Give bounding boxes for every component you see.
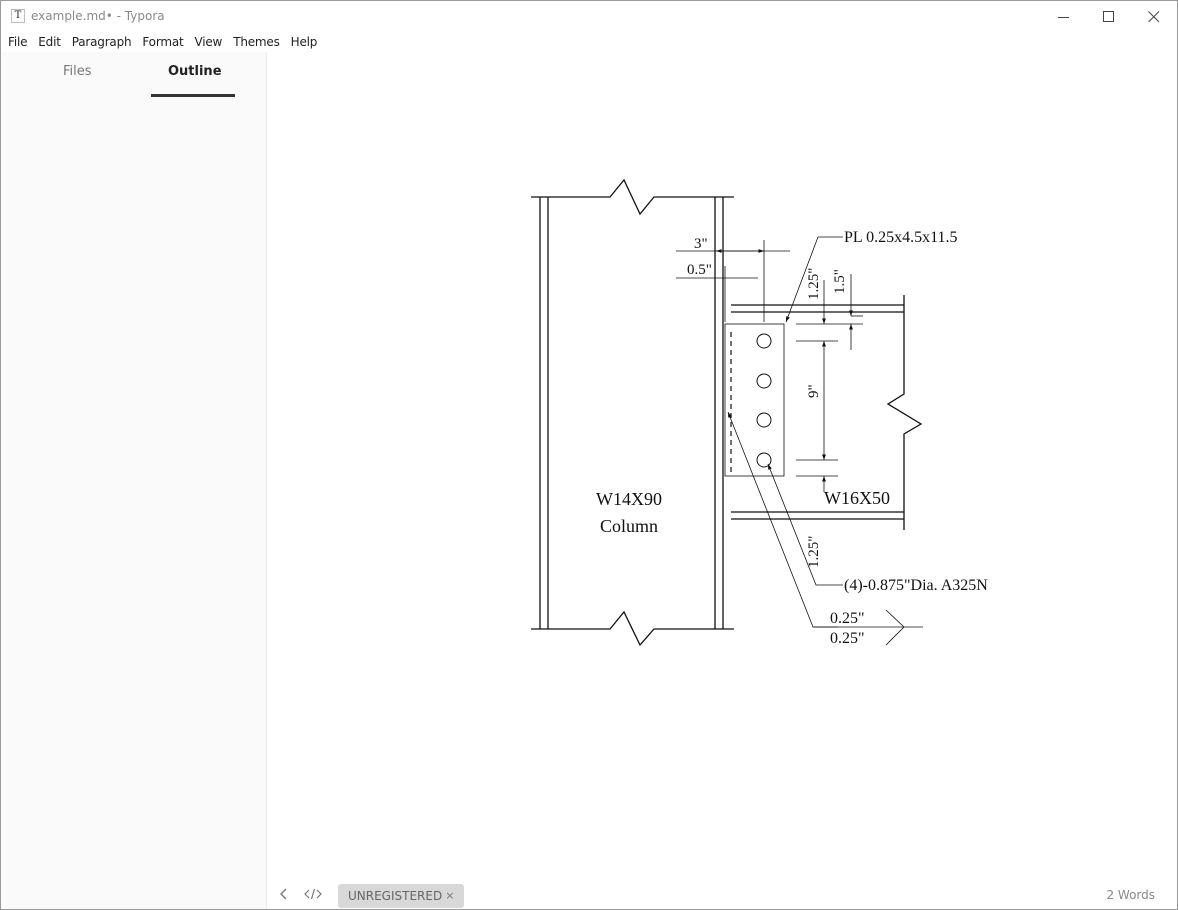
- menu-paragraph[interactable]: Paragraph: [71, 35, 132, 49]
- unregistered-badge[interactable]: UNREGISTERED ×: [338, 884, 465, 908]
- menu-view[interactable]: View: [194, 35, 223, 49]
- dim-125-bottom-label: 1.25": [806, 536, 822, 568]
- editor-area[interactable]: PL 0.25x4.5x11.5 3" 0.5" 1.25" 1.5" 9" 1…: [268, 52, 1177, 877]
- window-title: example.md• - Typora: [31, 9, 165, 23]
- menu-bar: File Edit Paragraph Format View Themes H…: [1, 32, 323, 52]
- active-tab-indicator: [151, 94, 235, 97]
- minimize-button[interactable]: [1041, 1, 1087, 32]
- weld-size-bottom: 0.25": [830, 630, 865, 647]
- word-count[interactable]: 2 Words: [1106, 888, 1155, 902]
- weld-size-top: 0.25": [830, 610, 865, 627]
- bolt-label: (4)-0.875"Dia. A325N: [844, 577, 988, 594]
- dim-3-label: 3": [694, 236, 708, 252]
- typora-app-icon: T: [11, 9, 25, 23]
- dim-15-label: 1.5": [832, 269, 848, 294]
- close-button[interactable]: [1131, 1, 1177, 32]
- code-icon: [304, 888, 322, 900]
- dim-05-label: 0.5": [687, 262, 712, 278]
- menu-themes[interactable]: Themes: [233, 35, 280, 49]
- close-icon: [1148, 10, 1160, 22]
- maximize-button[interactable]: [1086, 1, 1132, 32]
- menu-format[interactable]: Format: [142, 35, 184, 49]
- connection-drawing: PL 0.25x4.5x11.5 3" 0.5" 1.25" 1.5" 9" 1…: [531, 178, 988, 647]
- beam-label: W16X50: [824, 488, 890, 508]
- menu-help[interactable]: Help: [290, 35, 318, 49]
- maximize-icon: [1103, 10, 1114, 22]
- title-bar: T example.md• - Typora: [1, 1, 1177, 32]
- chevron-left-icon: [280, 888, 287, 900]
- tab-outline[interactable]: Outline: [168, 64, 222, 79]
- dim-9-label: 9": [806, 384, 822, 398]
- dim-125-top-label: 1.25": [806, 268, 822, 300]
- source-code-mode-button[interactable]: [304, 886, 322, 902]
- column-label-designation: W14X90: [596, 489, 662, 509]
- plate-label: PL 0.25x4.5x11.5: [844, 229, 957, 246]
- toggle-sidebar-button[interactable]: [276, 886, 292, 902]
- minimize-icon: [1058, 16, 1069, 18]
- menu-edit[interactable]: Edit: [38, 35, 61, 49]
- status-bar: UNREGISTERED × 2 Words: [268, 877, 1177, 909]
- badge-close-icon[interactable]: ×: [445, 889, 455, 902]
- tab-files[interactable]: Files: [63, 64, 92, 79]
- column-label-name: Column: [600, 516, 658, 536]
- badge-label: UNREGISTERED: [348, 889, 443, 903]
- menu-file[interactable]: File: [8, 35, 28, 49]
- sidebar: Files Outline: [1, 52, 267, 909]
